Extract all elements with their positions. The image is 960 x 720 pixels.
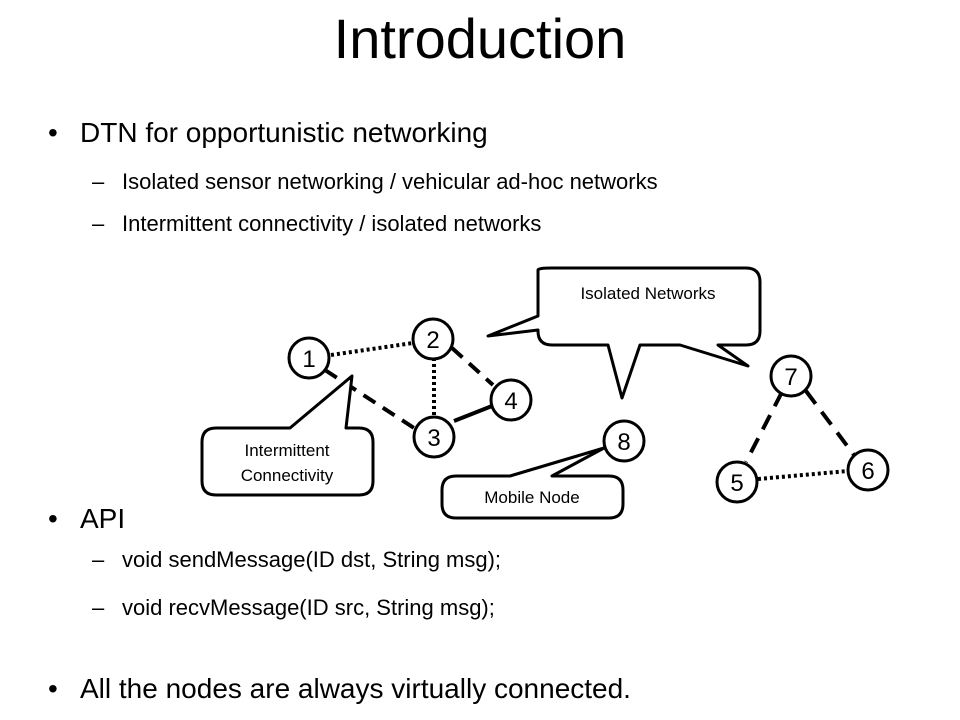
sub-bullet-intermittent: Intermittent connectivity / isolated net… bbox=[122, 211, 542, 236]
node-8-circle bbox=[602, 419, 646, 463]
sub-bullet-sensor: Isolated sensor networking / vehicular a… bbox=[122, 169, 658, 194]
node-8-label: 8 bbox=[617, 429, 630, 456]
node-2-circle bbox=[411, 317, 455, 361]
sub-bullet-recv: void recvMessage(ID src, String msg); bbox=[122, 595, 495, 620]
sub-bullet-dash: – bbox=[92, 211, 105, 236]
node-4-label: 4 bbox=[504, 388, 517, 415]
edge-1-3 bbox=[323, 368, 416, 430]
bullet-virtual: All the nodes are always virtually conne… bbox=[80, 673, 631, 704]
node-1-label: 1 bbox=[302, 346, 315, 373]
node-3-label: 3 bbox=[427, 425, 440, 452]
bullet-dot: • bbox=[48, 503, 58, 534]
node-6-label: 6 bbox=[861, 458, 874, 485]
sub-bullet-send: void sendMessage(ID dst, String msg); bbox=[122, 547, 502, 572]
node-4-circle bbox=[489, 378, 533, 422]
edge-7-6 bbox=[804, 389, 856, 457]
edge-5-6 bbox=[757, 469, 849, 481]
node-3-circle bbox=[412, 415, 456, 459]
sub-bullet-dash: – bbox=[92, 595, 105, 620]
callout-mobile-label: Mobile Node bbox=[484, 488, 579, 507]
edge-2-4 bbox=[450, 346, 495, 387]
edge-7-5 bbox=[744, 391, 784, 463]
callout-intermittent-connectivity: Intermittent Connectivity bbox=[200, 374, 375, 497]
callout-isolated-label: Isolated Networks bbox=[580, 284, 715, 303]
node-5-circle bbox=[715, 460, 759, 504]
node-7-label: 7 bbox=[784, 364, 797, 391]
node-7-circle bbox=[769, 354, 813, 398]
slide-title: Introduction bbox=[333, 7, 627, 70]
node-1-circle bbox=[287, 336, 331, 380]
node-6-circle bbox=[846, 448, 890, 492]
bullet-api: API bbox=[80, 503, 126, 534]
callout-intermittent-line1: Intermittent bbox=[244, 441, 329, 460]
bullet-dot: • bbox=[48, 673, 58, 704]
callout-isolated-networks: Isolated Networks bbox=[486, 266, 762, 400]
callout-intermittent-line2: Connectivity bbox=[241, 466, 334, 485]
sub-bullet-dash: – bbox=[92, 547, 105, 572]
node-2-label: 2 bbox=[426, 327, 439, 354]
edge-1-2 bbox=[330, 341, 414, 357]
edge-3-4 bbox=[453, 404, 493, 423]
node-5-label: 5 bbox=[730, 470, 743, 497]
bullet-dtn: DTN for opportunistic networking bbox=[80, 117, 488, 148]
callout-mobile-node: Mobile Node bbox=[440, 446, 625, 520]
bullet-dot: • bbox=[48, 117, 58, 148]
sub-bullet-dash: – bbox=[92, 169, 105, 194]
